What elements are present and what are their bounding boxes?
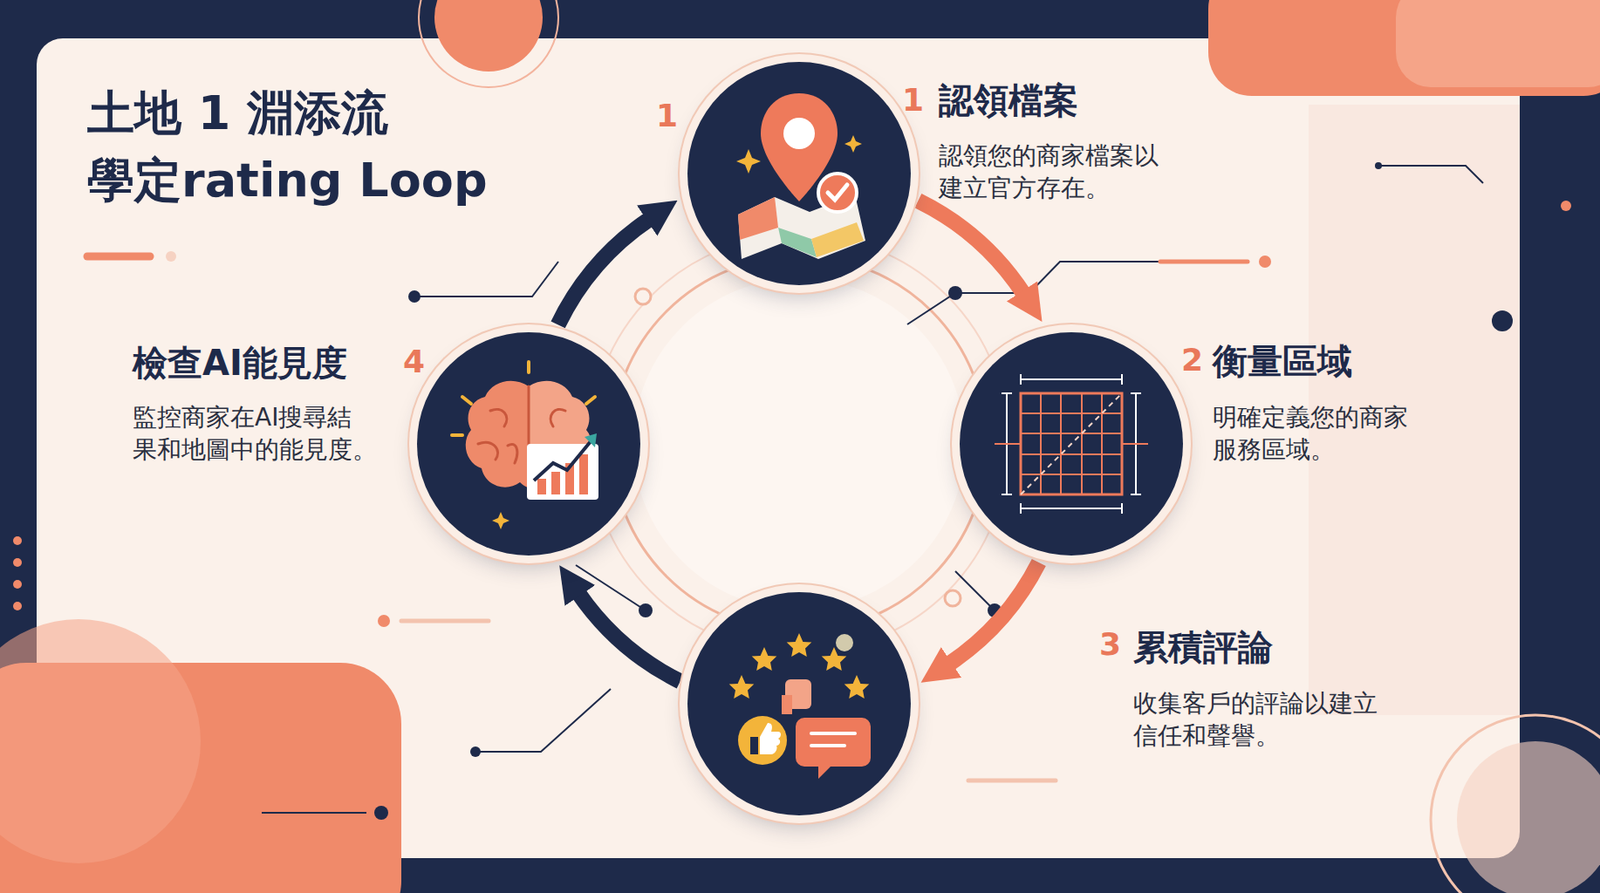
cycle-arrow bbox=[578, 592, 681, 682]
diagram-title: 土地 1 淵添流 學定rating Loop bbox=[87, 80, 576, 214]
step-description: 監控商家在AI搜尋結 果和地圖中的能見度。 bbox=[132, 402, 395, 467]
step-description: 認領您的商家檔案以 建立官方存在。 bbox=[938, 140, 1218, 206]
step-description: 明確定義您的商家 服務區域。 bbox=[1212, 402, 1475, 467]
step-heading: 檢查AI能見度 bbox=[132, 341, 348, 384]
cycle-arrow bbox=[558, 218, 651, 326]
callout-number: 1 bbox=[902, 80, 924, 122]
callout-number: 2 bbox=[1181, 340, 1204, 382]
step-heading: 認領檔案 bbox=[938, 79, 1079, 122]
brain-chart-icon bbox=[417, 332, 641, 556]
cycle-arrow bbox=[917, 200, 1024, 295]
reviews-icon bbox=[687, 592, 911, 816]
callout-number: 4 bbox=[403, 341, 425, 383]
map-pin-icon bbox=[687, 61, 911, 286]
step-description: 收集客戶的評論以建立 信任和聲譽。 bbox=[1133, 688, 1430, 753]
process-circle: 衡量區域明確定義您的商家 服務區域。 bbox=[959, 332, 1183, 556]
process-circle: 累積評論收集客戶的評論以建立 信任和聲譽。 bbox=[687, 592, 911, 816]
process-circle: 認領檔案認領您的商家檔案以 建立官方存在。 bbox=[687, 61, 911, 286]
callout-number: 3 bbox=[1099, 624, 1122, 666]
grid-area-icon bbox=[959, 332, 1183, 556]
step-heading: 衡量區域 bbox=[1212, 340, 1353, 383]
step-heading: 累積評論 bbox=[1133, 626, 1273, 669]
cycle-arrow bbox=[948, 562, 1040, 665]
callout-number: 1 bbox=[656, 95, 678, 137]
process-circle: 檢查AI能見度監控商家在AI搜尋結 果和地圖中的能見度。 bbox=[417, 332, 641, 556]
